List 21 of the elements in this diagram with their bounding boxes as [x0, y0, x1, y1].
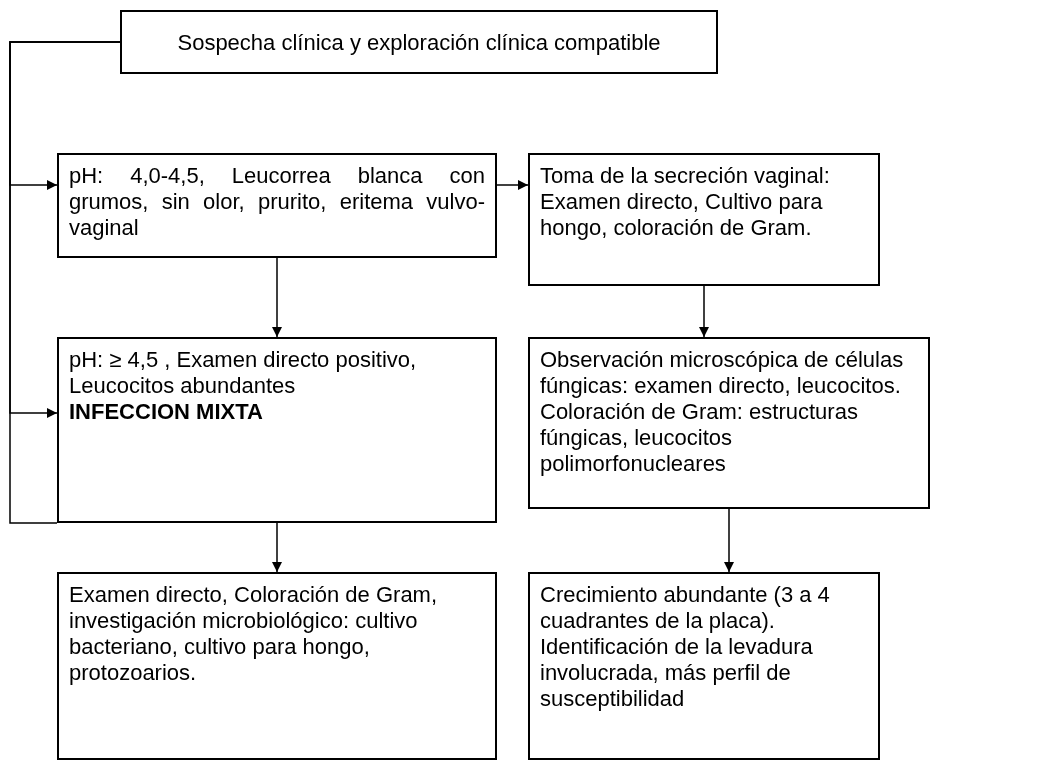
process-box	[57, 153, 497, 258]
process-box	[528, 572, 880, 760]
process-box	[57, 572, 497, 760]
process-box	[57, 337, 497, 523]
arrow	[496, 180, 529, 190]
arrow	[699, 285, 709, 338]
start-box	[120, 10, 718, 74]
box-text: Sospecha clínica y exploración clínica compatible	[176, 30, 662, 56]
arrow	[724, 508, 734, 573]
box-text: pH: 4,0-4,5, Leucorrea blanca con grumos, sin olor, prurito, eritema vulvo-vaginal	[69, 163, 485, 241]
box-text: pH: ≥ 4,5 , Examen directo positivo, Leucocitos abundantes	[69, 347, 418, 399]
process-box	[528, 337, 930, 509]
box-text: Crecimiento abundante (3 a 4 cuadrantes de la placa). Identificación de la levadura involucrada, más perfil de susceptibilidad	[540, 582, 831, 712]
box-text: Examen directo, Coloración de Gram, investigación microbiológico: cultivo bacteriano, cultivo para hongo, protozoarios.	[69, 582, 439, 686]
process-box	[528, 153, 880, 286]
arrow	[272, 257, 282, 338]
box-text: Toma de la secreción vaginal: Examen directo, Cultivo para hongo, coloración de Gram.	[540, 163, 831, 241]
result-heading: INFECCION MIXTA	[69, 399, 264, 425]
box-text: Observación microscópica de células fúngicas: examen directo, leucocitos. Coloración de Gram: estructuras fúngicas, leucocitos polimorfonucleares	[540, 347, 905, 477]
connector-line	[9, 41, 121, 524]
arrow	[272, 522, 282, 573]
